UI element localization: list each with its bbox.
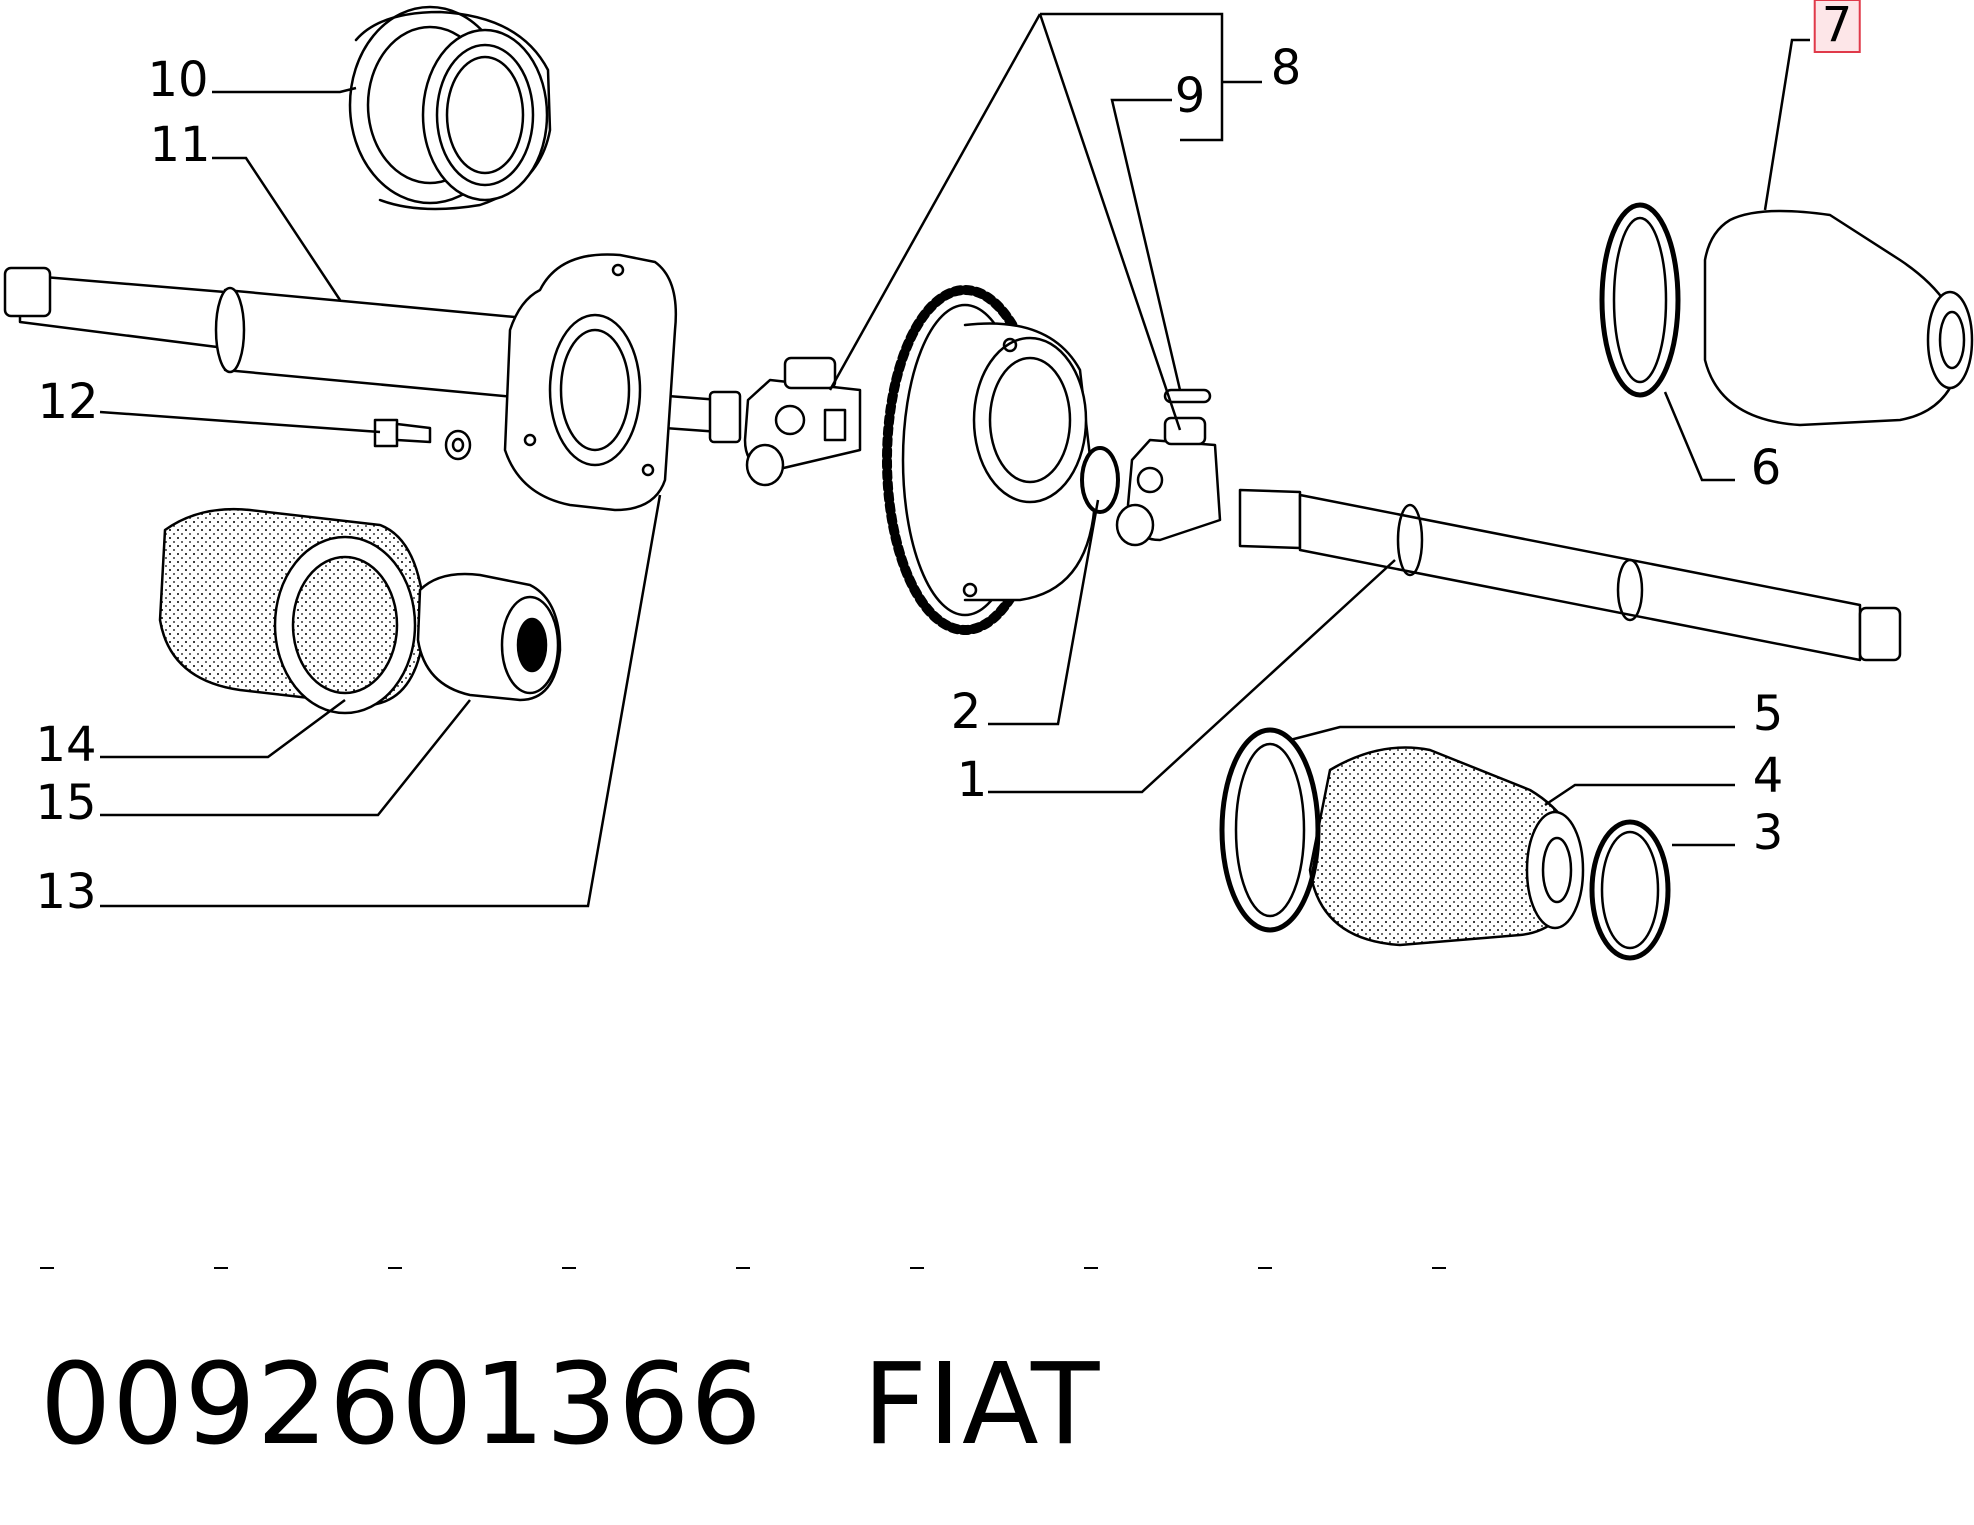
callout-4: 4 [1752,748,1784,804]
part-5-clamp [1219,727,1321,933]
callout-6: 6 [1750,440,1782,496]
callout-9: 9 [1174,68,1206,124]
part-14-boot [158,507,427,715]
callout-3: 3 [1752,805,1784,861]
part-9-pin [1163,388,1212,404]
callout-5: 5 [1752,686,1784,742]
callout-2: 2 [950,684,982,740]
part-13-flange [503,253,677,512]
part-8-joint-right [1115,416,1222,547]
callout-8: 8 [1270,40,1302,96]
brand-name: FIAT [862,1340,1101,1470]
part-number: 0092601366 [40,1340,763,1470]
part-2-ring-gear [882,285,1120,635]
callout-7-highlighted: 7 [1813,0,1861,53]
part-4-boot [1308,746,1585,947]
callout-1: 1 [956,752,988,808]
leader-lines [40,12,1810,1269]
part-7-boot [1703,209,1974,427]
callout-15: 15 [35,775,97,831]
part-15-boot [416,572,562,702]
callout-12: 12 [37,374,99,430]
callout-10: 10 [147,52,209,108]
part-12-bolt [373,418,472,461]
callout-11: 11 [149,117,211,173]
callout-13: 13 [35,864,97,920]
part-10-boot [348,5,552,211]
part-8-joint-left [743,356,862,487]
part-3-ring [1589,819,1671,961]
callout-14: 14 [35,717,97,773]
footer-caption: 0092601366 FIAT [40,1340,1100,1470]
part-1-right-shaft [1238,488,1902,662]
part-6-clamp [1599,202,1681,398]
